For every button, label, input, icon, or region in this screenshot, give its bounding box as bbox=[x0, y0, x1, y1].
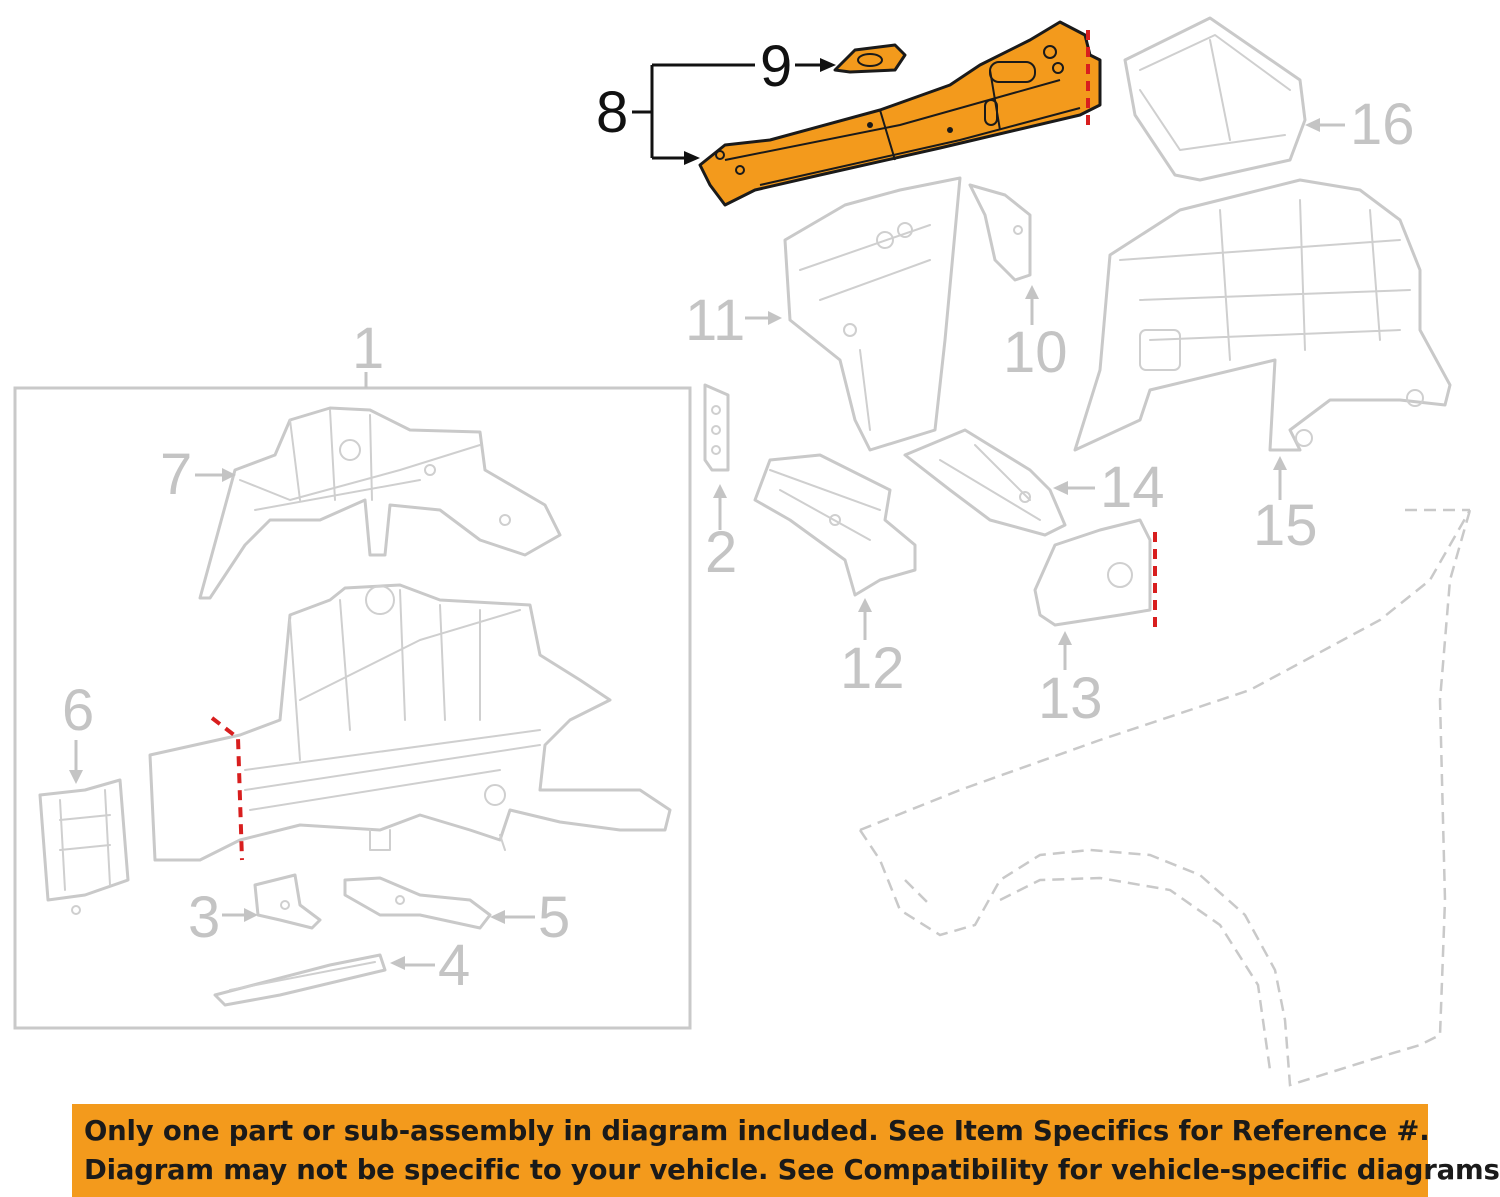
part-10-bracket bbox=[968, 183, 1032, 282]
part-11-panel bbox=[783, 176, 962, 452]
callout-8: 8 bbox=[596, 80, 628, 145]
part-7-apron bbox=[198, 406, 562, 600]
callout-3: 3 bbox=[188, 885, 220, 950]
part-4-strip bbox=[213, 953, 387, 1007]
callout-15: 15 bbox=[1253, 493, 1318, 558]
part-2-plate bbox=[703, 383, 730, 472]
part-16-tray bbox=[1123, 16, 1307, 182]
callout-7: 7 bbox=[160, 442, 192, 507]
callout-6: 6 bbox=[62, 678, 94, 743]
part-14-brace bbox=[903, 428, 1067, 537]
callout-11: 11 bbox=[685, 288, 745, 353]
part-5-bracket bbox=[343, 876, 492, 930]
callout-10: 10 bbox=[1003, 320, 1068, 385]
callout-12: 12 bbox=[840, 636, 905, 701]
callout-1: 1 bbox=[352, 316, 384, 381]
assembly-1-box bbox=[13, 386, 692, 1030]
callout-5: 5 bbox=[538, 885, 570, 950]
part-1-rail-assembly bbox=[148, 583, 672, 862]
callout-4: 4 bbox=[438, 933, 470, 998]
part-12-bracket bbox=[753, 453, 917, 597]
callout-16: 16 bbox=[1350, 92, 1415, 157]
disclaimer-line-2: Diagram may not be specific to your vehi… bbox=[84, 1154, 1500, 1186]
fender-outline bbox=[858, 508, 1472, 1087]
part-3-bracket bbox=[253, 873, 322, 930]
part-6-bracket bbox=[38, 778, 130, 915]
part-15-wheelhouse bbox=[1073, 178, 1452, 452]
callout-14: 14 bbox=[1100, 455, 1165, 520]
part-13-bracket bbox=[1033, 518, 1152, 627]
callout-2: 2 bbox=[705, 520, 737, 585]
callout-9: 9 bbox=[760, 34, 792, 99]
parts-diagram: 1 7 6 3 5 4 2 11 10 12 14 13 15 16 8 9 bbox=[13, 16, 1472, 1087]
disclaimer-line-1: Only one part or sub-assembly in diagram… bbox=[84, 1115, 1430, 1147]
callout-13: 13 bbox=[1038, 666, 1103, 731]
disclaimer-banner: Only one part or sub-assembly in diagram… bbox=[72, 1104, 1500, 1197]
part-9-highlighted-pad bbox=[833, 43, 907, 74]
